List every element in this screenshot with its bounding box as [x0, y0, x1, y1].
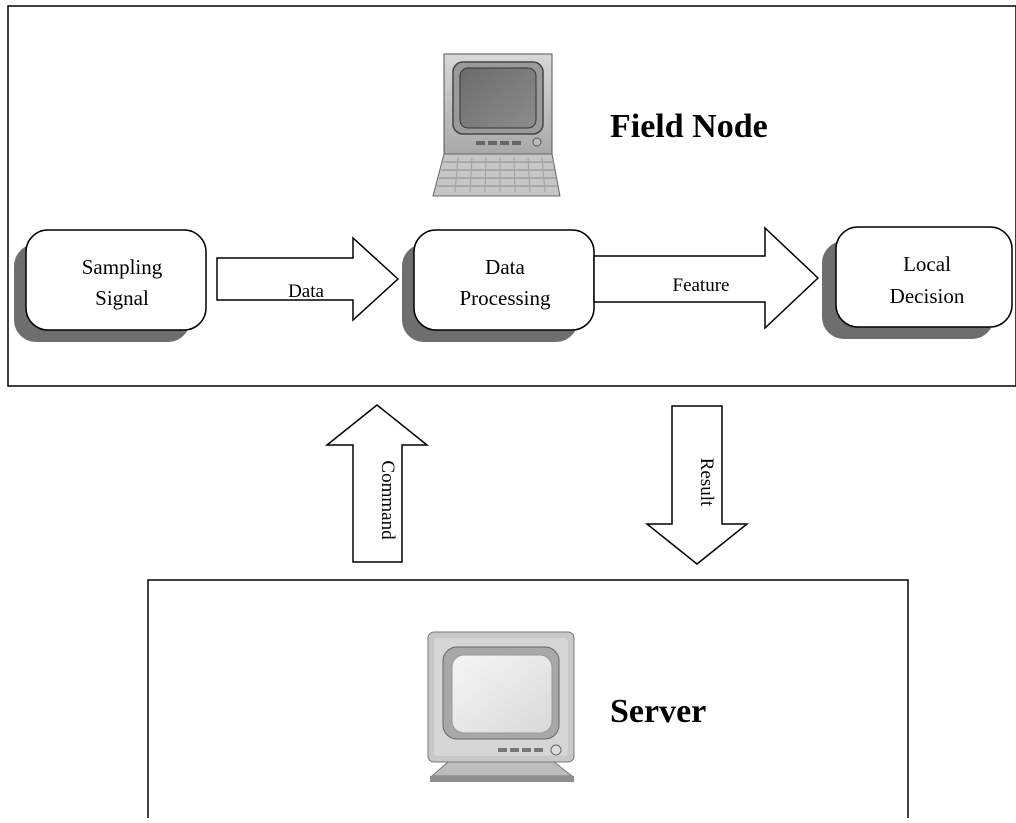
- data-arrow: Data: [216, 236, 400, 322]
- feature-arrow: Feature: [593, 226, 820, 330]
- server-panel: [147, 579, 909, 818]
- computer-terminal-icon: [432, 53, 561, 197]
- command-arrow: Command: [324, 404, 430, 563]
- data-arrow-label: Data: [288, 281, 324, 302]
- data-processing-line1: Data: [485, 255, 525, 279]
- feature-arrow-label: Feature: [673, 275, 730, 296]
- local-decision-box: Local Decision: [822, 226, 1013, 339]
- sampling-signal-box: Sampling Signal: [14, 229, 207, 342]
- sampling-signal-line2: Signal: [95, 286, 149, 310]
- result-arrow-label: Result: [696, 458, 717, 507]
- field-node-title: Field Node: [610, 108, 768, 145]
- computer-monitor-icon: [427, 631, 575, 782]
- server-title: Server: [610, 693, 706, 730]
- data-processing-line2: Processing: [460, 286, 551, 310]
- result-arrow: Result: [644, 405, 750, 565]
- local-decision-line2: Decision: [890, 284, 965, 308]
- sampling-signal-line1: Sampling: [82, 255, 163, 279]
- data-processing-box: Data Processing: [402, 229, 595, 342]
- local-decision-line1: Local: [903, 252, 951, 276]
- command-arrow-label: Command: [377, 460, 398, 540]
